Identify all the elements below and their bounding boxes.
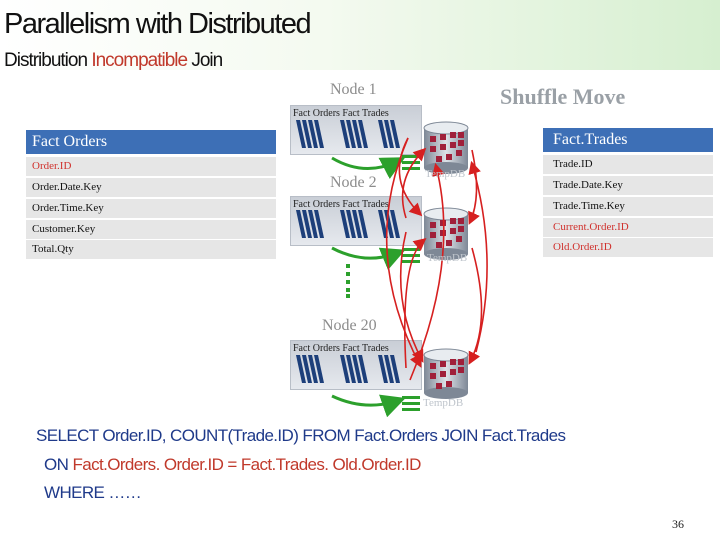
fact-trades-col-current-order-id: Current.Order.ID (543, 218, 713, 237)
slide-subtitle: Distribution Incompatible Join (4, 50, 223, 72)
fact-orders-col-order-date-key: Order.Date.Key (26, 178, 276, 197)
fact-trades-col-trade-date-key: Trade.Date.Key (543, 176, 713, 195)
node-1-stack-icon (402, 155, 420, 170)
page-number: 36 (672, 517, 684, 531)
fact-trades-col-old-order-id: Old.Order.ID (543, 238, 713, 257)
node-2-stack-icon (402, 248, 420, 263)
node-1-label: Node 1 (330, 81, 377, 98)
fact-trades-col-trade-id: Trade.ID (543, 155, 713, 174)
node-20-band-text: Fact Orders Fact Trades (293, 343, 389, 354)
node-2-local-arrow (331, 246, 406, 270)
subtitle-highlight: Incompatible (91, 50, 188, 71)
slide-title: Parallelism with Distributed (4, 8, 312, 40)
node-2-tempdb-label: TempDB (427, 252, 468, 264)
node-1-local-arrow (331, 156, 406, 180)
fact-orders-col-order-time-key: Order.Time.Key (26, 199, 276, 218)
node-20-local-arrow (331, 394, 406, 418)
node-1-band-text: Fact Orders Fact Trades (293, 108, 389, 119)
sql-line-2: ON Fact.Orders. Order.ID = Fact.Trades. … (44, 455, 421, 475)
node-1-tempdb-disk (423, 121, 469, 174)
subtitle-prefix: Distribution (4, 50, 92, 71)
node-1-distributions (296, 120, 400, 148)
node-20-distributions (296, 355, 400, 383)
node-1-tempdb-label: TempDB (425, 168, 466, 180)
sql-line-1: SELECT Order.ID, COUNT(Trade.ID) FROM Fa… (36, 426, 566, 445)
fact-orders-col-order-id: Order.ID (26, 157, 276, 176)
node-20-tempdb-disk (423, 348, 469, 399)
shuffle-move-label: Shuffle Move (500, 84, 626, 109)
sql-on-keyword: ON (44, 455, 73, 474)
title-band (0, 0, 720, 70)
node-2-tempdb-disk (423, 207, 469, 260)
node-2-distributions (296, 210, 400, 238)
fact-trades-col-trade-time-key: Trade.Time.Key (543, 197, 713, 216)
subtitle-suffix: Join (187, 50, 223, 71)
node-2-band-text: Fact Orders Fact Trades (293, 199, 389, 210)
node-20-label: Node 20 (322, 317, 377, 334)
fact-trades-header: Fact.Trades (543, 128, 713, 152)
sql-line-3: WHERE …… (44, 483, 142, 502)
shuffle-arrows (385, 137, 488, 381)
fact-orders-col-total-qty: Total.Qty (26, 240, 276, 259)
node-2-label: Node 2 (330, 174, 377, 191)
node-ellipsis-dots (346, 264, 350, 298)
fact-orders-col-customer-key: Customer.Key (26, 220, 276, 239)
sql-join-condition: Fact.Orders. Order.ID = Fact.Trades. Old… (72, 455, 421, 474)
node-20-tempdb-label: TempDB (423, 397, 464, 409)
node-20-stack-icon (402, 396, 420, 411)
fact-orders-header: Fact Orders (26, 130, 276, 154)
